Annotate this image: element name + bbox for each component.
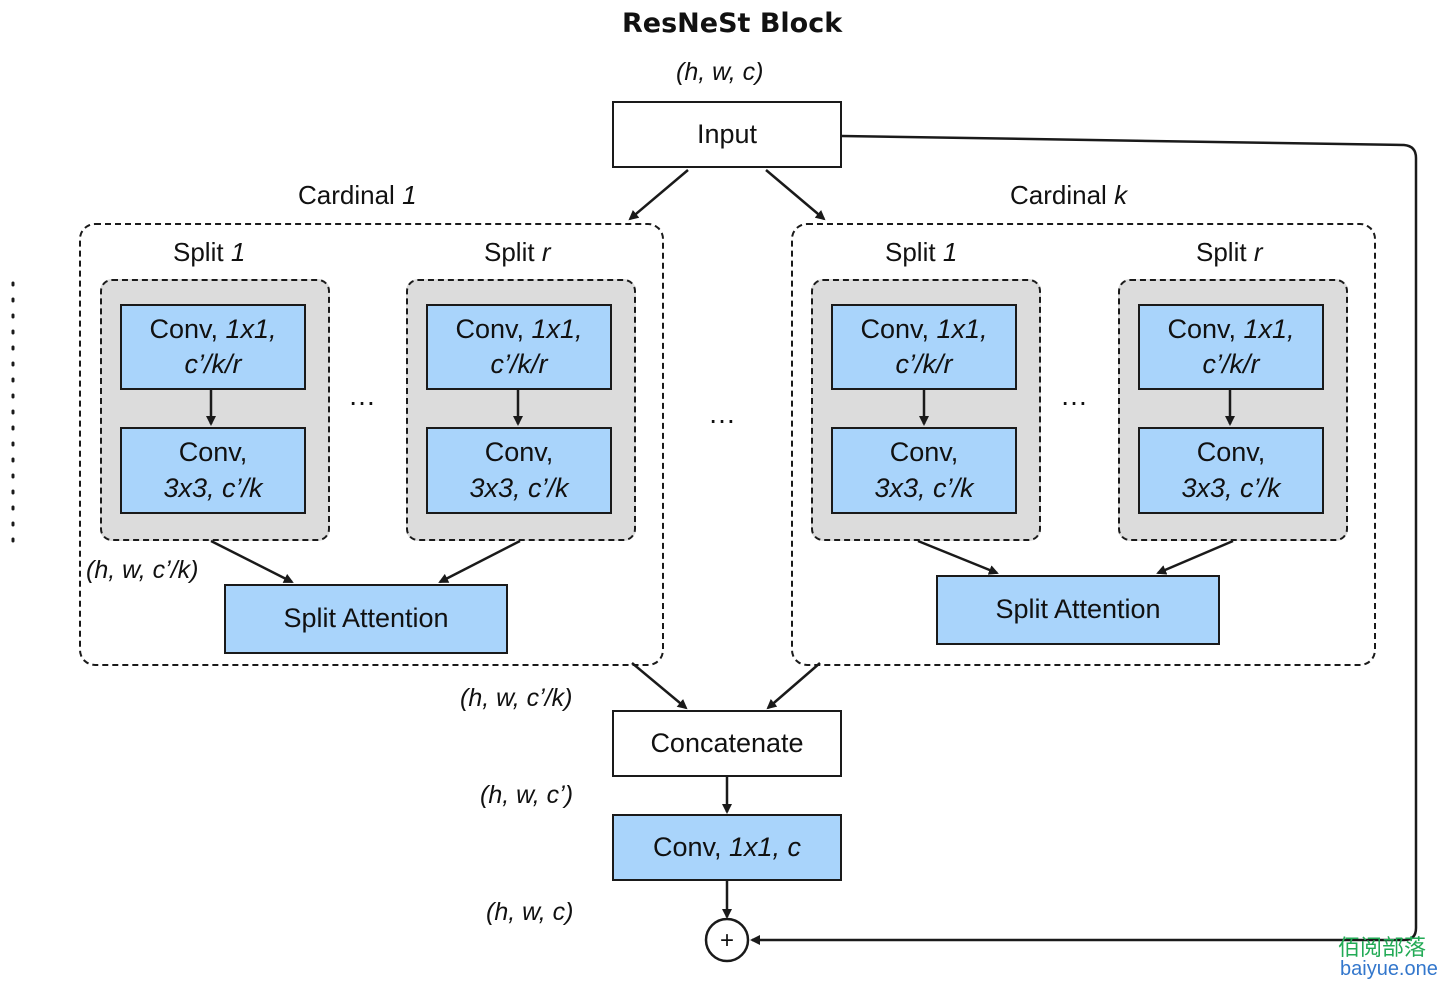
split-attention-box: Split Attention (224, 584, 508, 654)
concat-dims-label: (h, w, c’) (480, 781, 574, 809)
conv-3x3-box: Conv, 3x3, c’/k (1138, 427, 1324, 514)
conv-kernel-channels: 3x3, c’/k (874, 472, 974, 503)
split-ellipsis: … (348, 380, 378, 411)
final-dims-label: (h, w, c) (486, 898, 574, 926)
split-index: r (541, 237, 551, 267)
input-dims-label: (h, w, c) (676, 58, 764, 86)
arrow-split-to-attention (438, 539, 521, 584)
conv-kernel-channels: 3x3, c’/k (163, 472, 263, 503)
conv-channels: c’/k/r (184, 349, 242, 379)
split-attention-label: Split Attention (995, 594, 1161, 625)
cardinal-dims-label: (h, w, c’/k) (460, 684, 573, 712)
arrow-input-to-cardinal-1 (628, 169, 689, 221)
conv-1x1-box: Conv, 1x1, c’/k/r (1138, 304, 1324, 390)
skip-connection (750, 134, 1418, 945)
concatenate-label: Concatenate (650, 727, 804, 758)
split-label: Split 1 (173, 237, 245, 268)
split-label: Split r (484, 237, 550, 268)
conv-channels: c’/k/r (895, 349, 953, 379)
conv-kernel: 1x1, (531, 313, 583, 344)
watermark-url: baiyue.one (1340, 958, 1438, 980)
split-prefix: Split (1196, 237, 1254, 267)
split-label: Split r (1196, 237, 1262, 268)
concatenate-box: Concatenate (612, 710, 842, 777)
conv-kernel-channels: 3x3, c’/k (469, 472, 569, 503)
cardinal-prefix: Cardinal (1010, 180, 1115, 210)
arrow-split-to-attention (917, 539, 999, 575)
final-conv-box: Conv, 1x1, c (612, 814, 842, 881)
conv-1x1-box: Conv, 1x1, c’/k/r (831, 304, 1017, 390)
cardinal-1-container (79, 223, 664, 666)
conv-kernel: 1x1, (225, 313, 277, 344)
cardinal-prefix: Cardinal (298, 180, 403, 210)
arrow-input-to-cardinal-k (765, 169, 826, 221)
conv-prefix: Conv, (652, 831, 729, 862)
input-label: Input (696, 118, 758, 149)
conv-3x3-box: Conv, 3x3, c’/k (831, 427, 1017, 514)
conv-prefix: Conv, (178, 437, 248, 468)
split-index: 1 (942, 237, 958, 267)
arrow-cardinal-k-to-concat (766, 662, 821, 710)
conv-3x3-box: Conv, 3x3, c’/k (426, 427, 612, 514)
arrow-split-to-attention (210, 539, 294, 584)
conv-channels: c’/k/r (1202, 349, 1260, 379)
split-index: r (1253, 237, 1263, 267)
split-dims-label: (h, w, c’/k) (86, 556, 199, 584)
cardinal-ellipsis: … (708, 398, 738, 429)
conv-prefix: Conv, (860, 313, 937, 344)
split-prefix: Split (885, 237, 943, 267)
conv-prefix: Conv, (1196, 437, 1266, 468)
sum-symbol: + (720, 927, 734, 954)
conv-3x3-box: Conv, 3x3, c’/k (120, 427, 306, 514)
conv-1x1-box: Conv, 1x1, c’/k/r (426, 304, 612, 390)
conv-prefix: Conv, (484, 437, 554, 468)
conv-kernel: 1x1, (1243, 313, 1295, 344)
conv-kernel-channels: 1x1, c (728, 831, 802, 862)
arrow-split-to-attention (1156, 539, 1234, 575)
arrow-cardinal-1-to-concat (631, 662, 688, 710)
conv-prefix: Conv, (889, 437, 959, 468)
input-box: Input (612, 101, 842, 168)
conv-channels: c’/k/r (490, 349, 548, 379)
conv-prefix: Conv, (149, 313, 226, 344)
conv-kernel-channels: 3x3, c’/k (1181, 472, 1281, 503)
split-attention-label: Split Attention (283, 603, 449, 634)
split-prefix: Split (173, 237, 231, 267)
split-attention-box: Split Attention (936, 575, 1220, 645)
split-prefix: Split (484, 237, 542, 267)
conv-prefix: Conv, (455, 313, 532, 344)
split-ellipsis: … (1060, 380, 1090, 411)
conv-kernel: 1x1, (936, 313, 988, 344)
cardinal-1-label: Cardinal 1 (298, 180, 417, 211)
watermark-logo-text: 佰阅部落 (1338, 936, 1427, 961)
cardinal-index: 1 (402, 180, 417, 210)
cardinal-k-label: Cardinal k (1010, 180, 1127, 211)
diagram-title: ResNeSt Block (622, 8, 843, 39)
conv-1x1-box: Conv, 1x1, c’/k/r (120, 304, 306, 390)
conv-prefix: Conv, (1167, 313, 1244, 344)
sum-node (704, 917, 750, 963)
split-index: 1 (230, 237, 246, 267)
cardinal-index: k (1114, 180, 1128, 210)
cardinal-k-container (791, 223, 1376, 666)
split-label: Split 1 (885, 237, 957, 268)
